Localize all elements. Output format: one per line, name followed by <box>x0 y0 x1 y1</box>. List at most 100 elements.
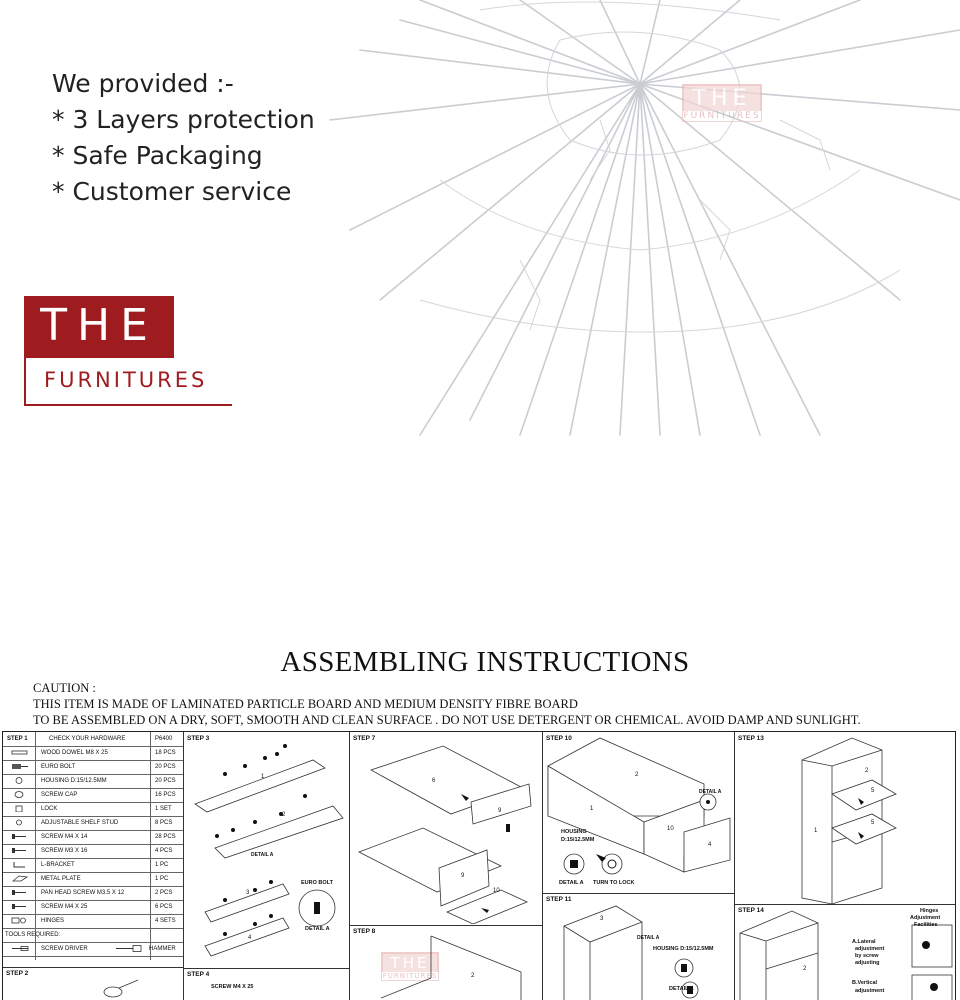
promo-heading: We provided :- <box>52 69 234 98</box>
step-label: STEP 11 <box>546 896 572 903</box>
part-number: 5 <box>871 788 875 794</box>
item-qty: 2 PCS <box>155 890 173 896</box>
part-number: 9 <box>498 808 502 814</box>
item-qty: 18 PCS <box>155 750 176 756</box>
euro-bolt-icon <box>12 764 28 769</box>
step-label: STEP 10 <box>546 735 572 742</box>
step-10-diagram <box>547 737 731 875</box>
step-label: STEP 14 <box>738 907 764 914</box>
step-label: STEP 4 <box>187 971 210 978</box>
step-label: STEP 3 <box>187 735 210 742</box>
screw-label: SCREW M4 X 25 <box>211 984 254 990</box>
table-row: LOCK 1 SET <box>3 802 183 817</box>
screw-cap-icon <box>14 791 24 798</box>
logo-furnitures: FURNITURES <box>44 368 208 392</box>
item-qty: 4 SETS <box>155 918 176 924</box>
turn-to-lock-label: TURN TO LOCK <box>593 880 635 886</box>
item-name: EURO BOLT <box>41 764 76 770</box>
hammer-icon <box>116 945 142 952</box>
tools-label: TOOLS REQUIRED: <box>5 932 61 938</box>
housing-label: HOUSING <box>561 829 587 835</box>
screwdriver-icon <box>12 946 29 951</box>
lateral-adjust-label: adjusting <box>855 960 880 966</box>
watermark-logo: THE FURNITURES <box>381 952 439 981</box>
item-name: SCREW CAP <box>41 792 78 798</box>
item-name: WOOD DOWEL M8 X 25 <box>41 750 108 756</box>
item-name: SCREW M4 X 25 <box>41 904 88 910</box>
part-number: 6 <box>432 778 436 784</box>
watermark-furnitures: FURNITURES <box>682 111 762 122</box>
watermark-the: THE <box>381 952 439 972</box>
item-name: SCREW M4 X 14 <box>41 834 88 840</box>
part-number: 2 <box>282 812 286 818</box>
housing-icon <box>15 777 23 784</box>
step-label: STEP 13 <box>738 735 764 742</box>
watermark-logo: THE FURNITURES <box>682 84 762 122</box>
table-row: HOUSING D:15/12.5MM 20 PCS <box>3 774 183 789</box>
row-divider <box>734 904 955 905</box>
detail-label: DETAIL A <box>669 986 694 992</box>
assembly-sheet: STEP 1 CHECK YOUR HARDWARE P6400 WOOD DO… <box>2 731 956 1000</box>
part-number: 3 <box>600 916 604 922</box>
row-divider <box>183 968 349 969</box>
watermark-the: THE <box>682 84 762 111</box>
part-number: 10 <box>493 888 500 894</box>
item-name: SCREW M3 X 16 <box>41 848 88 854</box>
item-qty: 1 PC <box>155 862 169 868</box>
part-number: 4 <box>248 935 252 941</box>
hinges-heading: Facilities <box>914 922 938 928</box>
part-number: 9 <box>461 873 465 879</box>
vertical-adjust-label: B.Vertical <box>852 980 878 986</box>
table-row: WOOD DOWEL M8 X 25 18 PCS <box>3 746 183 761</box>
hardware-header: CHECK YOUR HARDWARE <box>49 736 126 742</box>
step-label: STEP 8 <box>353 928 376 935</box>
tool-name: SCREW DRIVER <box>41 946 88 952</box>
item-qty: 20 PCS <box>155 778 176 784</box>
detail-label: DETAIL A <box>251 852 274 858</box>
item-qty: 8 PCS <box>155 820 173 826</box>
step-11-diagram <box>563 905 699 1000</box>
hardware-header-row: STEP 1 CHECK YOUR HARDWARE P6400 <box>3 732 183 747</box>
caution-label: CAUTION : <box>33 681 96 695</box>
part-number: 2 <box>471 973 475 979</box>
item-name: L-BRACKET <box>41 862 75 868</box>
caution-line: TO BE ASSEMBLED ON A DRY, SOFT, SMOOTH A… <box>33 713 861 727</box>
promo-item: * Safe Packaging <box>52 141 263 170</box>
item-qty: 28 PCS <box>155 834 176 840</box>
item-name: HOUSING D:15/12.5MM <box>41 778 107 784</box>
shelf-stud-icon <box>16 819 22 826</box>
item-name: LOCK <box>41 806 58 812</box>
table-row: SCREW M3 X 16 4 PCS <box>3 844 183 859</box>
screw-icon <box>12 904 26 909</box>
part-number: 2 <box>803 966 807 972</box>
part-number: 4 <box>708 842 712 848</box>
lateral-adjust-label: by screw <box>855 953 879 959</box>
lock-icon <box>15 805 23 812</box>
column-divider <box>183 732 184 1000</box>
table-col-sep <box>150 732 151 960</box>
promo-panel: We provided :- * 3 Layers protection * S… <box>0 0 960 440</box>
product-code: P6400 <box>155 736 173 742</box>
row-divider <box>542 893 734 894</box>
item-qty: 20 PCS <box>155 764 176 770</box>
table-row: L-BRACKET 1 PC <box>3 858 183 873</box>
row-divider <box>3 967 183 968</box>
part-number: 2 <box>865 768 869 774</box>
instructions-title: ASSEMBLING INSTRUCTIONS <box>280 646 690 678</box>
step-label: STEP 7 <box>353 735 376 742</box>
cracked-glass-graphic <box>329 0 960 436</box>
item-qty: 1 SET <box>155 806 172 812</box>
vertical-adjust-label: adjustment <box>855 988 885 994</box>
item-qty: 4 PCS <box>155 848 173 854</box>
logo-the: THE <box>40 300 158 351</box>
detail-label: DETAIL A <box>559 880 584 886</box>
hammer-icon <box>103 979 139 998</box>
euro-bolt-label: EURO BOLT <box>301 880 333 886</box>
dowel-icon <box>11 750 28 755</box>
step-7-diagram <box>358 745 532 924</box>
table-col-sep <box>35 732 36 960</box>
